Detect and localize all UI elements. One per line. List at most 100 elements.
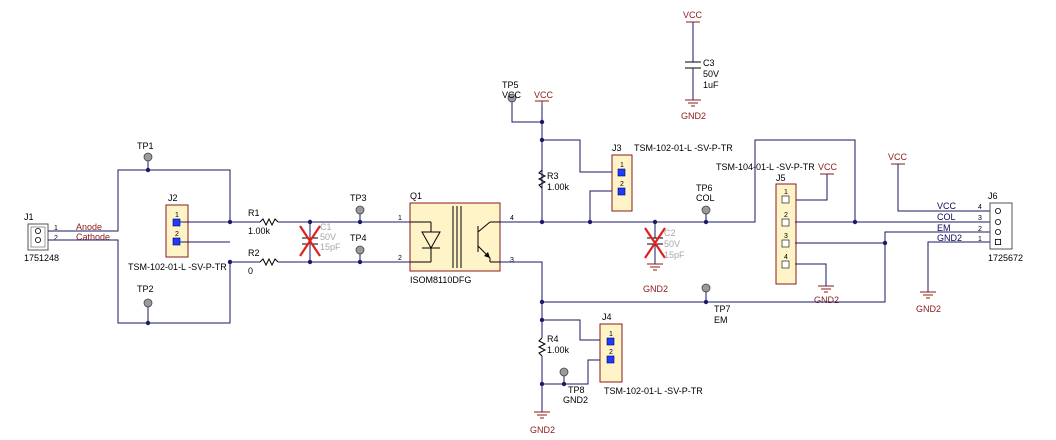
j6-net-em: EM <box>937 223 951 233</box>
junction-r3-top <box>539 119 545 125</box>
gnd2-c2-label: GND2 <box>643 284 668 294</box>
j1-connector <box>27 223 49 251</box>
junction-c2 <box>652 219 658 225</box>
vcc-j5-label: VCC <box>818 162 838 172</box>
wire-j6-gnd2 <box>927 241 990 292</box>
tp6-ref: TP6 <box>696 183 713 193</box>
vcc-r3-label: VCC <box>534 90 554 100</box>
j6-pin1: 1 <box>978 236 982 243</box>
c1-capacitance: 15pF <box>320 242 341 252</box>
c1-voltage: 50V <box>320 232 336 242</box>
r2-ref: R2 <box>248 248 260 258</box>
tp8-pad <box>559 367 569 377</box>
c3-capacitance: 1uF <box>703 80 719 90</box>
wire-em-bus <box>500 243 886 303</box>
junction-c1-bot <box>307 259 313 265</box>
j5-pad2 <box>781 218 790 227</box>
wire-j4-pin1 <box>541 302 606 341</box>
wire-j3-pin1 <box>542 139 620 173</box>
wire-j5-pin4 <box>795 263 827 286</box>
wire-j6-em <box>884 231 990 243</box>
j6-pin4: 4 <box>978 204 982 211</box>
j5-pin3: 3 <box>784 233 788 240</box>
wire-tp5 <box>511 102 542 123</box>
r2-symbol <box>259 257 279 267</box>
j1-part: 1751248 <box>24 253 59 263</box>
j5-pin1: 1 <box>784 189 788 196</box>
r1-value: 1.00k <box>248 226 271 236</box>
j6-part: 1725672 <box>988 253 1023 263</box>
j4-pad2 <box>606 355 615 364</box>
tp1-pad <box>143 152 153 162</box>
q1-optocoupler <box>409 202 501 272</box>
j3-body <box>611 154 633 212</box>
tp5-net: VCC <box>502 90 522 100</box>
junction-j2-2 <box>227 259 233 265</box>
j4-pin1: 1 <box>609 331 613 338</box>
j5-pin2: 2 <box>784 212 788 219</box>
c3-ref: C3 <box>703 58 715 68</box>
j2-pin2: 2 <box>175 231 179 238</box>
junction-j3-1 <box>539 137 545 143</box>
c2-capacitance: 15pF <box>664 250 685 260</box>
net-cathode: Cathode <box>76 232 110 242</box>
junction-c1-top <box>307 219 313 225</box>
r3-value: 1.00k <box>547 182 570 192</box>
r1-ref: R1 <box>248 208 260 218</box>
j4-pin2: 2 <box>609 349 613 356</box>
wire-j6-vcc <box>897 164 990 212</box>
j1-ref: J1 <box>24 212 34 222</box>
r3-symbol <box>537 169 547 189</box>
j6-ref: J6 <box>988 191 998 201</box>
j3-pin2: 2 <box>620 181 624 188</box>
wire-cathode <box>48 239 260 324</box>
tp2-ref: TP2 <box>137 284 154 294</box>
junction-j3-2 <box>587 219 593 225</box>
tp8-net: GND2 <box>563 395 588 405</box>
vcc-c3-label: VCC <box>683 10 703 20</box>
tp3-pad <box>355 205 365 215</box>
wire-j3-pin2 <box>589 190 620 222</box>
j6-connector <box>989 202 1013 250</box>
j1-pin2: 2 <box>54 235 58 242</box>
tp7-net: EM <box>714 315 728 325</box>
j1-pin1: 1 <box>54 225 58 232</box>
r2-value: 0 <box>248 266 253 276</box>
j5-part: TSM-104-01-L -SV-P-TR <box>716 162 815 172</box>
junction-tp4 <box>357 259 363 265</box>
j2-body <box>165 204 189 258</box>
j2-pin1: 1 <box>175 212 179 219</box>
junction-j4-2 <box>539 381 545 387</box>
c2-voltage: 50V <box>664 239 680 249</box>
j4-part: TSM-102-01-L -SV-P-TR <box>604 386 703 396</box>
j5-pad3 <box>781 239 790 248</box>
j2-pad1 <box>172 218 181 227</box>
j3-pad1 <box>617 168 626 177</box>
q1-pin3: 3 <box>510 257 514 264</box>
gnd2-j6-label: GND2 <box>916 304 941 314</box>
tp6-pad <box>701 205 711 215</box>
r1-symbol <box>259 217 279 227</box>
q1-ref: Q1 <box>410 191 422 201</box>
tp5-ref: TP5 <box>502 80 519 90</box>
r3-ref: R3 <box>547 171 559 181</box>
tp6-net: COL <box>696 193 715 203</box>
j5-pad4 <box>781 260 790 269</box>
vcc-j6-label: VCC <box>888 152 908 162</box>
junction-tp1 <box>145 167 151 173</box>
j3-ref: J3 <box>612 143 622 153</box>
j6-pin3: 3 <box>978 215 982 222</box>
wire-anode <box>48 169 260 232</box>
j4-body <box>599 323 623 383</box>
junction-tp3 <box>357 219 363 225</box>
j3-part: TSM-102-01-L -SV-P-TR <box>634 143 733 153</box>
tp4-pad <box>355 245 365 255</box>
j6-net-vcc: VCC <box>937 201 957 211</box>
j2-part: TSM-102-01-L -SV-P-TR <box>128 262 227 272</box>
r4-value: 1.00k <box>547 345 570 355</box>
tp7-pad <box>701 283 711 293</box>
j3-pin1: 1 <box>620 162 624 169</box>
r4-ref: R4 <box>547 334 559 344</box>
tp8-ref: TP8 <box>568 385 585 395</box>
